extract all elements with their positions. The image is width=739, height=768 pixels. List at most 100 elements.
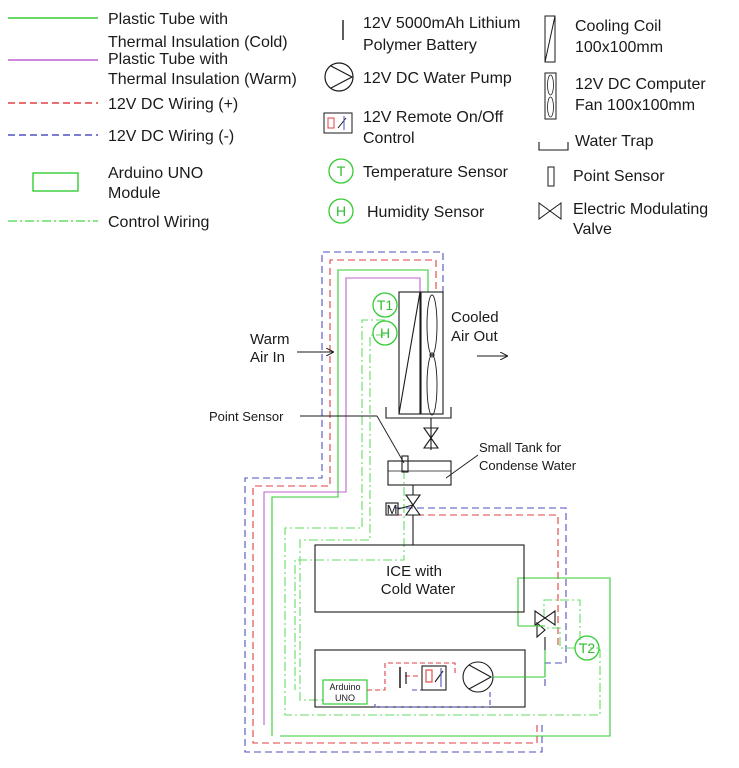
svg-text:Cold Water: Cold Water — [381, 581, 455, 598]
legend-fan-line1: 12V DC Computer — [575, 76, 706, 93]
internal-positive-wiring — [367, 662, 456, 691]
humidity-symbol: H — [336, 203, 346, 219]
legend-battery-line2: Polymer Battery — [363, 37, 477, 54]
legend-wiring-pos-label: 12V DC Wiring (+) — [108, 96, 238, 113]
legend-battery-line1: 12V 5000mAh Lithium — [363, 15, 520, 32]
arduino-label-line2: UNO — [335, 693, 355, 703]
legend-pump-label: 12V DC Water Pump — [363, 70, 512, 87]
legend-coil-line2: 100x100mm — [575, 39, 663, 56]
warm-tube-loop — [263, 277, 421, 725]
tank-callout-line1: Small Tank for — [479, 440, 562, 455]
fan-icon — [544, 72, 557, 120]
cold-tube-feed — [518, 625, 546, 677]
svg-text:Air Out: Air Out — [451, 328, 499, 345]
legend-temp-label: Temperature Sensor — [363, 164, 509, 181]
ice-label-line2: Cold Water — [381, 581, 455, 598]
motor-label: M — [387, 502, 398, 517]
relay-icon — [323, 112, 353, 134]
motorized-valve — [385, 494, 422, 516]
ice-box — [314, 544, 525, 613]
svg-text:Thermal Insulation (Cold): Thermal Insulation (Cold) — [108, 34, 288, 51]
cooled-air-line2: Air Out — [451, 328, 499, 345]
svg-text:Plastic Tube with: Plastic Tube with — [108, 51, 228, 68]
point-sensor — [401, 455, 409, 473]
valve-icon — [538, 202, 562, 220]
legend-fan-line2: Fan 100x100mm — [575, 97, 695, 114]
svg-text:Polymer Battery: Polymer Battery — [363, 37, 477, 54]
water-trap — [385, 407, 452, 419]
air-flow: Warm Air In Cooled Air Out — [250, 309, 507, 366]
warm-air-line1: Warm — [250, 331, 289, 348]
svg-text:Electric Modulating: Electric Modulating — [573, 201, 708, 218]
cooling-coil — [398, 291, 421, 415]
relay — [421, 665, 447, 691]
cooled-air-line1: Cooled — [451, 309, 499, 326]
legend-cold-tube-line2: Thermal Insulation (Cold) — [108, 34, 288, 51]
svg-text:Air In: Air In — [250, 349, 285, 366]
condense-tank — [387, 460, 452, 486]
legend-warm-tube-line1: Plastic Tube with — [108, 51, 228, 68]
sensor-t2 — [574, 635, 600, 661]
svg-text:12V DC Computer: 12V DC Computer — [575, 76, 706, 93]
point-sensor-icon — [547, 166, 555, 187]
svg-text:Cooled: Cooled — [451, 309, 499, 326]
h-label: H — [380, 325, 390, 341]
upper-valve — [422, 427, 440, 449]
legend-coil-line1: Cooling Coil — [575, 18, 661, 35]
control-wiring-paths — [284, 319, 601, 716]
tank-leader — [445, 454, 479, 479]
svg-text:Cooling Coil: Cooling Coil — [575, 18, 661, 35]
internal-negative-wiring — [374, 689, 491, 708]
svg-text:Module: Module — [108, 185, 161, 202]
legend-point-sensor-label: Point Sensor — [573, 168, 665, 185]
svg-text:Arduino UNO: Arduino UNO — [108, 165, 203, 182]
svg-text:100x100mm: 100x100mm — [575, 39, 663, 56]
svg-text:12V Remote On/Off: 12V Remote On/Off — [363, 109, 504, 126]
svg-text:ICE with: ICE with — [386, 563, 442, 580]
pump-icon — [324, 62, 354, 92]
t1-label: T1 — [377, 297, 394, 313]
temperature-sensor-icon: T — [328, 158, 354, 184]
svg-text:Control: Control — [363, 130, 415, 147]
water-trap-icon — [538, 142, 569, 151]
diagram: T1 H M ICE with Cold Water — [244, 251, 611, 753]
arduino-module — [322, 679, 368, 705]
t2-label: T2 — [579, 640, 596, 656]
cold-tube-loop — [271, 269, 611, 737]
legend-arduino-line1: Arduino UNO — [108, 165, 203, 182]
svg-text:Arduino: Arduino — [329, 682, 360, 692]
ice-label-line1: ICE with — [386, 563, 442, 580]
sensor-t1 — [372, 292, 398, 318]
arduino-label-line1: Arduino — [329, 682, 360, 692]
legend-cold-tube-line1: Plastic Tube with — [108, 11, 228, 28]
water-pump — [462, 661, 494, 693]
legend-control-wiring-label: Control Wiring — [108, 214, 209, 231]
svg-text:Warm: Warm — [250, 331, 289, 348]
legend-valve-line1: Electric Modulating — [573, 201, 708, 218]
legend: Plastic Tube with Thermal Insulation (Co… — [8, 11, 708, 238]
legend-wiring-neg-label: 12V DC Wiring (-) — [108, 128, 234, 145]
svg-text:Valve: Valve — [573, 221, 612, 238]
svg-text:Small Tank for: Small Tank for — [479, 440, 562, 455]
legend-water-trap-label: Water Trap — [575, 133, 654, 150]
humidity-sensor-icon: H — [328, 198, 354, 224]
legend-valve-line2: Valve — [573, 221, 612, 238]
legend-arduino-line2: Module — [108, 185, 161, 202]
warm-air-line2: Air In — [250, 349, 285, 366]
svg-text:12V 5000mAh Lithium: 12V 5000mAh Lithium — [363, 15, 520, 32]
sensor-h — [372, 320, 398, 346]
svg-text:Condense Water: Condense Water — [479, 458, 577, 473]
svg-text:Fan 100x100mm: Fan 100x100mm — [575, 97, 695, 114]
legend-humidity-label: Humidity Sensor — [367, 204, 485, 221]
legend-arduino-sample — [32, 172, 79, 192]
svg-text:Plastic Tube with: Plastic Tube with — [108, 11, 228, 28]
legend-warm-tube-line2: Thermal Insulation (Warm) — [108, 71, 297, 88]
temp-symbol: T — [337, 163, 346, 179]
point-sensor-callout: Point Sensor — [209, 409, 284, 424]
svg-text:UNO: UNO — [335, 693, 355, 703]
svg-text:Thermal Insulation (Warm): Thermal Insulation (Warm) — [108, 71, 297, 88]
wiring-positive — [252, 259, 559, 744]
cooling-coil-icon — [544, 15, 556, 63]
legend-remote-line1: 12V Remote On/Off — [363, 109, 504, 126]
